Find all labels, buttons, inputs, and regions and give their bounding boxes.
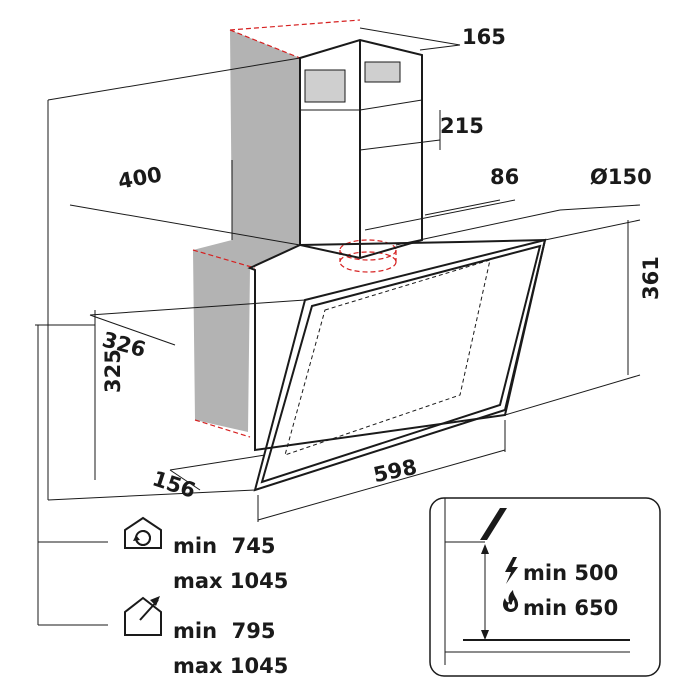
chimney: [299, 38, 423, 260]
dim-150: Ø150: [590, 165, 652, 189]
recirc-min: min 745: [173, 534, 276, 558]
wall: [193, 30, 300, 432]
recirc-max: max 1045: [173, 569, 288, 593]
ducted-min: min 795: [173, 619, 276, 643]
ducted-house-icon: [124, 596, 162, 636]
recirculation-house-icon: [124, 516, 162, 549]
recirculation-spec: min 745 max 1045: [124, 516, 288, 593]
dim-400: 400: [116, 162, 163, 193]
ducted-max: max 1045: [173, 654, 288, 678]
flame-icon: [503, 590, 519, 612]
clearance-gas: min 650: [523, 596, 618, 620]
wall-reference-lines: [192, 19, 397, 438]
dim-156: 156: [149, 466, 198, 502]
clearance-inset: min 500 min 650: [429, 497, 661, 677]
dim-215: 215: [440, 114, 484, 138]
ducted-spec: min 795 max 1045: [124, 596, 288, 678]
dimension-lines: [35, 27, 641, 626]
dim-325: 325: [101, 349, 125, 393]
clearance-electric: min 500: [523, 561, 618, 585]
dim-598: 598: [371, 455, 419, 488]
hood-body: [247, 238, 547, 492]
lightning-icon: [505, 557, 518, 584]
dim-165: 165: [462, 25, 506, 49]
dim-361: 361: [639, 256, 663, 300]
dim-86: 86: [490, 165, 519, 189]
